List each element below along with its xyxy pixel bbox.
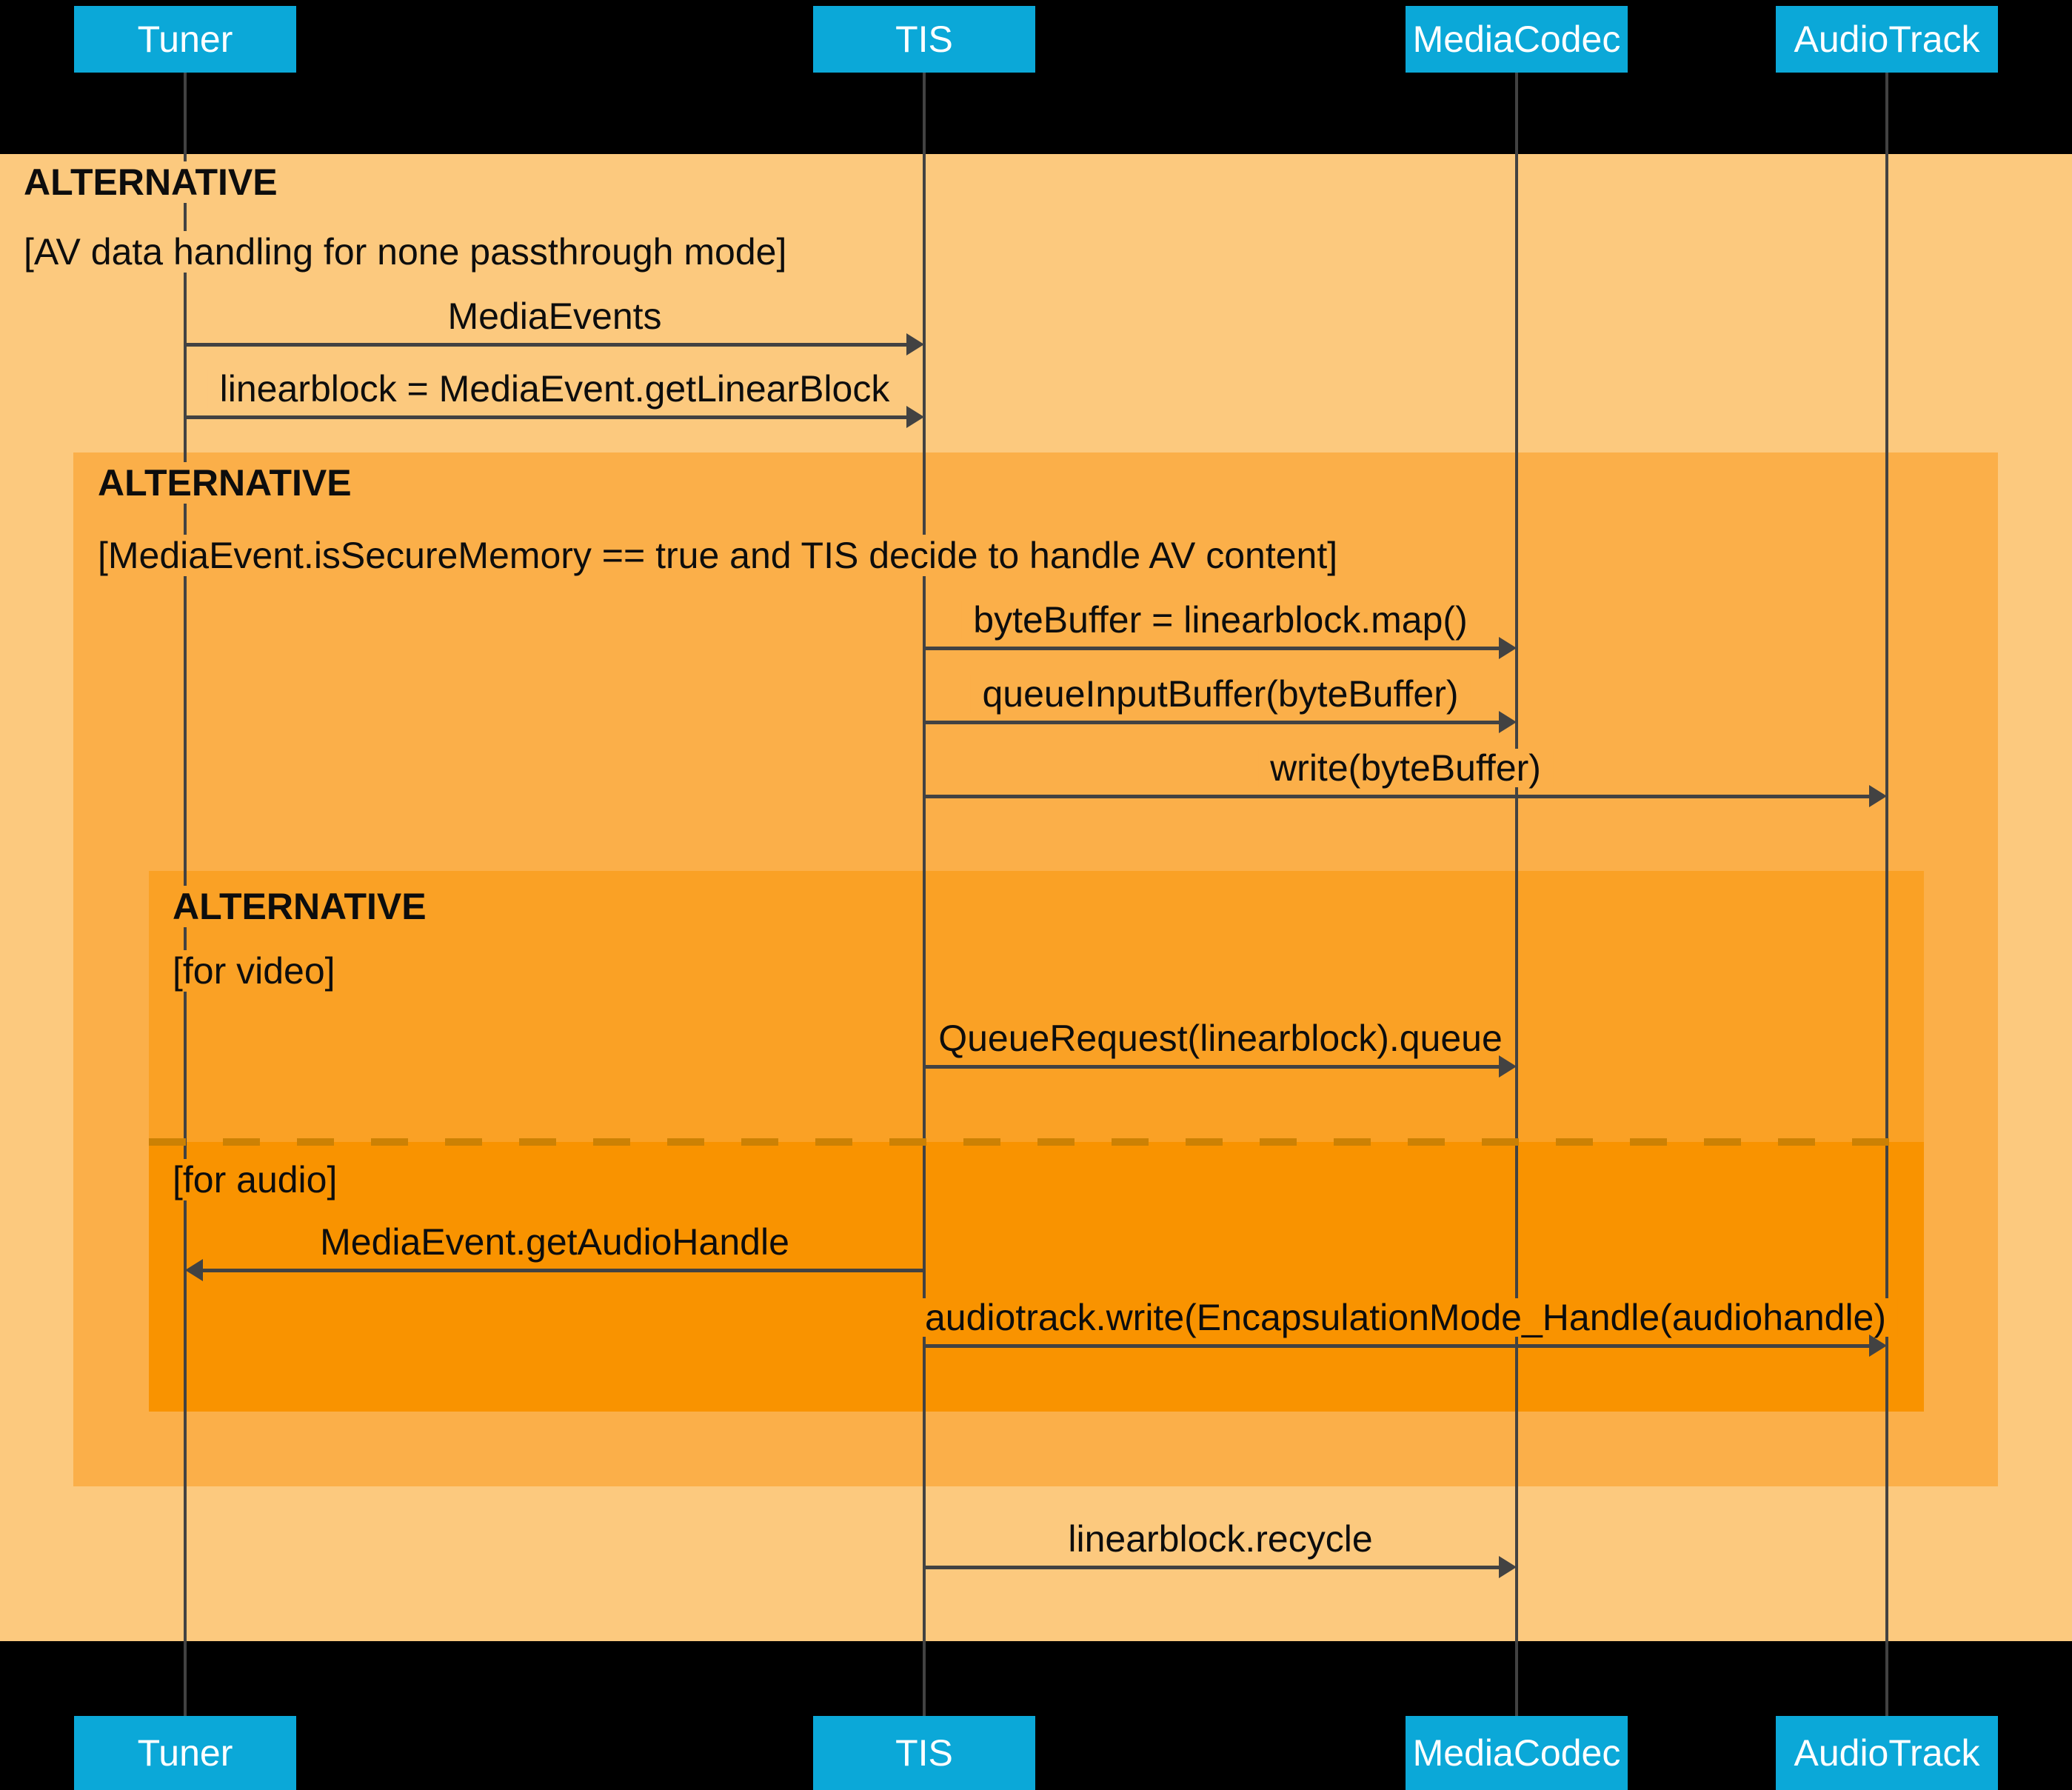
- message-arrow-line: [203, 1269, 924, 1272]
- lifeline-mediacodec: [1515, 73, 1518, 1716]
- audio-video-dashed-divider: [149, 1138, 1924, 1146]
- participant-box-audiotrack-top: AudioTrack: [1776, 6, 1998, 73]
- arrowhead-right-icon: [1869, 785, 1887, 807]
- alt-av-title: ALTERNATIVE: [164, 886, 435, 927]
- message-label: linearblock.recycle: [1056, 1520, 1385, 1558]
- arrowhead-right-icon: [1869, 1335, 1887, 1357]
- participant-box-tuner-top: Tuner: [74, 6, 296, 73]
- message-arrow-line: [924, 795, 1869, 798]
- arrowhead-right-icon: [906, 333, 924, 355]
- lifeline-audiotrack: [1885, 73, 1888, 1716]
- participant-box-audiotrack-bottom: AudioTrack: [1776, 1716, 1998, 1790]
- arrowhead-right-icon: [1499, 637, 1517, 659]
- message-label: MediaEvent.getAudioHandle: [308, 1223, 801, 1261]
- message-arrow-line: [185, 415, 906, 419]
- message-arrow-line: [924, 721, 1499, 724]
- participant-box-tis-top: TIS: [813, 6, 1035, 73]
- message-label: queueInputBuffer(byteBuffer): [970, 675, 1471, 713]
- message-label: linearblock = MediaEvent.getLinearBlock: [207, 370, 902, 408]
- lifeline-tis: [923, 73, 926, 1716]
- message-label: byteBuffer = linearblock.map(): [961, 601, 1480, 639]
- message-label: MediaEvents: [435, 297, 674, 335]
- arrowhead-right-icon: [1499, 1556, 1517, 1578]
- message-arrow-line: [924, 647, 1499, 650]
- alt-av-audio-condition: [for audio]: [164, 1159, 347, 1200]
- message-arrow-line: [924, 1344, 1869, 1348]
- alt-outer-condition: [AV data handling for none passthrough m…: [15, 231, 796, 273]
- message-arrow-line: [924, 1065, 1499, 1069]
- arrowhead-right-icon: [1499, 1055, 1517, 1078]
- arrowhead-left-icon: [185, 1259, 203, 1281]
- alt-outer-title: ALTERNATIVE: [15, 161, 287, 203]
- participant-box-tuner-bottom: Tuner: [74, 1716, 296, 1790]
- alt-frame-av-audio: [149, 1142, 1924, 1412]
- alt-secure-title: ALTERNATIVE: [89, 462, 361, 504]
- message-arrow-line: [185, 343, 906, 347]
- participant-box-tis-bottom: TIS: [813, 1716, 1035, 1790]
- message-label: QueueRequest(linearblock).queue: [926, 1019, 1514, 1058]
- message-label: write(byteBuffer): [1258, 749, 1553, 787]
- arrowhead-right-icon: [906, 406, 924, 428]
- alt-av-video-condition: [for video]: [164, 950, 344, 992]
- participant-box-mediacodec-bottom: MediaCodec: [1406, 1716, 1628, 1790]
- message-label: audiotrack.write(EncapsulationMode_Handl…: [912, 1298, 1899, 1337]
- arrowhead-right-icon: [1499, 711, 1517, 733]
- message-arrow-line: [924, 1566, 1499, 1569]
- alt-secure-condition: [MediaEvent.isSecureMemory == true and T…: [89, 535, 1347, 576]
- participant-box-mediacodec-top: MediaCodec: [1406, 6, 1628, 73]
